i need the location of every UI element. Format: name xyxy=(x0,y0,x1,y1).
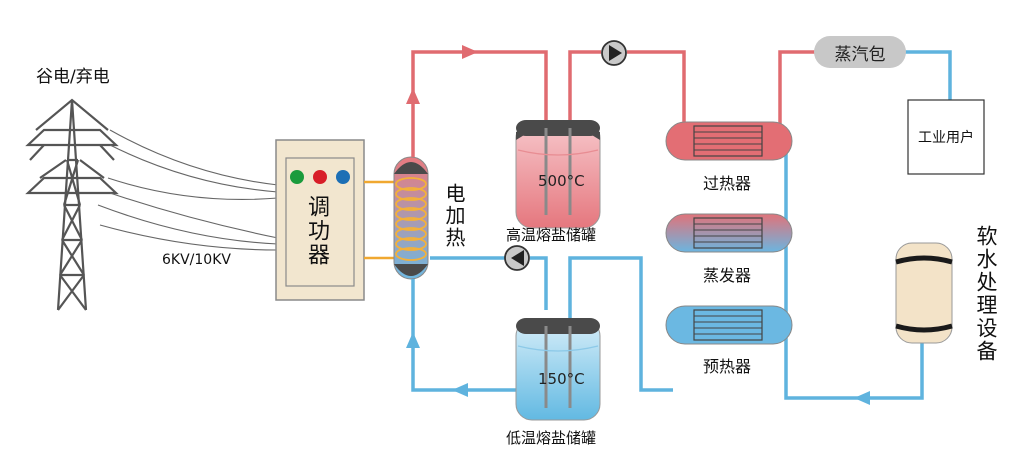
cold-tank-temp: 150°C xyxy=(538,370,585,388)
flow-arrow-icon xyxy=(854,391,870,405)
green-indicator-icon xyxy=(290,170,304,184)
power-cables xyxy=(97,129,279,251)
heating-coil-icon xyxy=(395,177,427,261)
preheater-label: 预热器 xyxy=(703,357,752,376)
power-regulator-label: 调功器 xyxy=(304,195,329,267)
flow-arrow-icon xyxy=(406,88,420,104)
cold-tank-label: 低温熔盐储罐 xyxy=(506,429,597,447)
electric-heater-label: 电加热 xyxy=(442,183,466,249)
hot-salt-tank xyxy=(515,120,601,229)
preheater-exchanger xyxy=(665,305,793,345)
electric-heater xyxy=(393,156,429,280)
hot-pump-icon xyxy=(601,40,627,66)
industrial-user-box xyxy=(907,99,985,175)
water-treatment-tank xyxy=(895,242,953,344)
flow-arrow-icon xyxy=(462,45,478,59)
cold-salt-tank xyxy=(515,318,601,421)
hot-salt-pipes xyxy=(411,50,818,157)
evaporator-exchanger xyxy=(665,213,793,253)
evaporator-label: 蒸发器 xyxy=(703,266,752,285)
flow-arrow-icon xyxy=(452,383,468,397)
blue-indicator-icon xyxy=(336,170,350,184)
steam-drum xyxy=(814,36,906,68)
power-regulator-cabinet xyxy=(275,139,365,301)
voltage-label: 6KV/10KV xyxy=(162,252,231,268)
hot-tank-temp: 500°C xyxy=(538,172,585,190)
red-indicator-icon xyxy=(313,170,327,184)
superheater-exchanger xyxy=(665,121,793,161)
cold-pump-icon xyxy=(504,245,530,271)
water-treatment-label: 软水处理设备 xyxy=(974,225,998,363)
heater-wires xyxy=(364,180,398,260)
flow-arrow-icon xyxy=(406,332,420,348)
industrial-user-label: 工业用户 xyxy=(918,130,974,146)
superheater-label: 过热器 xyxy=(703,174,752,193)
transmission-tower-icon xyxy=(25,98,119,311)
power-source-label: 谷电/弃电 xyxy=(36,67,110,87)
steam-drum-label: 蒸汽包 xyxy=(834,44,886,65)
hot-tank-label: 高温熔盐储罐 xyxy=(506,226,597,244)
